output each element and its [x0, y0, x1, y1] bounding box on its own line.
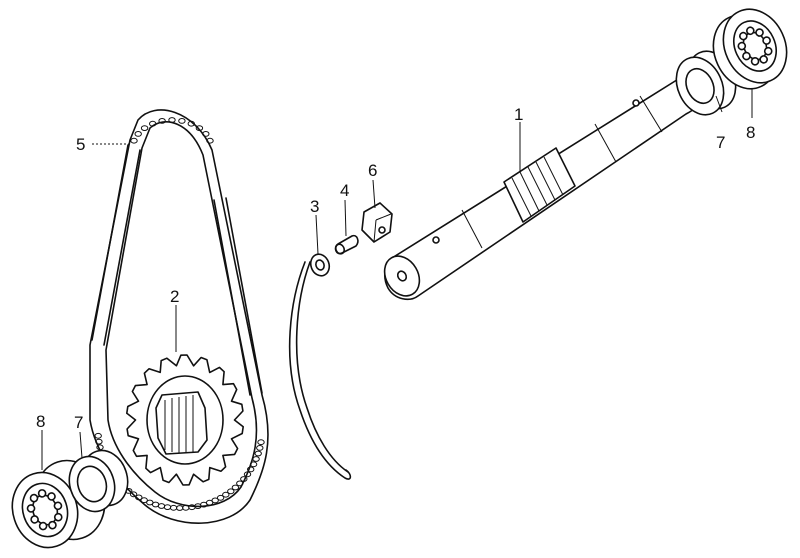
chain-link — [206, 137, 214, 144]
callout-spring-clip: 3 — [310, 197, 319, 216]
shaft — [383, 75, 704, 301]
callout-shaft: 1 — [514, 105, 523, 124]
chain-link — [216, 494, 225, 501]
chain-link — [178, 118, 186, 124]
chain-link — [140, 125, 149, 132]
bearing-ball — [26, 504, 36, 513]
chain-link — [96, 444, 104, 451]
callout-block: 6 — [368, 161, 377, 180]
chain-link — [243, 471, 252, 478]
callout-bearing-left: 8 — [36, 412, 45, 431]
bearing-ball — [762, 36, 771, 45]
chain-link — [187, 120, 196, 127]
chain-link — [240, 476, 248, 482]
bearing-ball — [746, 26, 755, 36]
chain-link — [168, 117, 176, 123]
chain-link — [222, 491, 230, 498]
bearing-ball — [53, 512, 63, 522]
chain-link — [130, 137, 138, 144]
bearing-ball — [755, 28, 764, 37]
chain-link — [227, 488, 235, 495]
chain-link — [129, 491, 138, 498]
callout-seal-right: 7 — [716, 133, 725, 152]
chain-link — [176, 505, 184, 511]
bearing-ball — [48, 520, 57, 530]
bearing-ball — [737, 41, 747, 51]
bearing-ball — [29, 493, 39, 503]
sprocket — [126, 354, 244, 486]
callout-bearing-right: 8 — [746, 123, 755, 142]
bearing-ball — [47, 492, 56, 501]
bearing-ball — [53, 501, 63, 511]
bearing-right — [712, 8, 788, 90]
bearing-ball — [742, 51, 751, 61]
chain-link — [95, 438, 103, 445]
callouts: 1 2 3 4 6 5 7 8 7 8 — [36, 105, 755, 432]
chain-link — [236, 480, 244, 487]
callout-sprocket: 2 — [170, 287, 179, 306]
chain-link — [254, 450, 262, 457]
chain-link — [256, 445, 264, 451]
callout-chain: 5 — [76, 135, 85, 154]
chain-link — [163, 504, 172, 511]
chain-link — [134, 131, 142, 137]
chain-link — [140, 497, 148, 504]
callout-seal-left: 7 — [74, 413, 83, 432]
chain-link — [252, 456, 260, 462]
chain-link — [249, 461, 258, 468]
chain-link — [149, 120, 157, 127]
bearing-ball — [750, 57, 760, 66]
chain-link — [257, 439, 265, 446]
block — [361, 202, 393, 243]
callout-pin: 4 — [340, 181, 349, 200]
bearing-ball — [763, 46, 773, 56]
pin — [334, 234, 359, 255]
bearing-ball — [739, 31, 748, 41]
leader-lines — [41, 88, 753, 470]
chain-link — [202, 131, 210, 137]
seal-left — [68, 449, 129, 513]
bearing-ball — [30, 515, 39, 524]
chain-link — [169, 504, 178, 511]
spring-clip — [288, 253, 352, 480]
bearing-ball — [37, 489, 47, 498]
chain-link — [94, 432, 102, 439]
chain-link — [231, 484, 240, 491]
bearing-ball — [38, 521, 48, 531]
chain-link — [195, 125, 204, 132]
chain-link — [135, 494, 143, 501]
chain-link — [158, 118, 166, 124]
bearing-ball — [759, 55, 768, 64]
chain-link — [247, 466, 255, 473]
